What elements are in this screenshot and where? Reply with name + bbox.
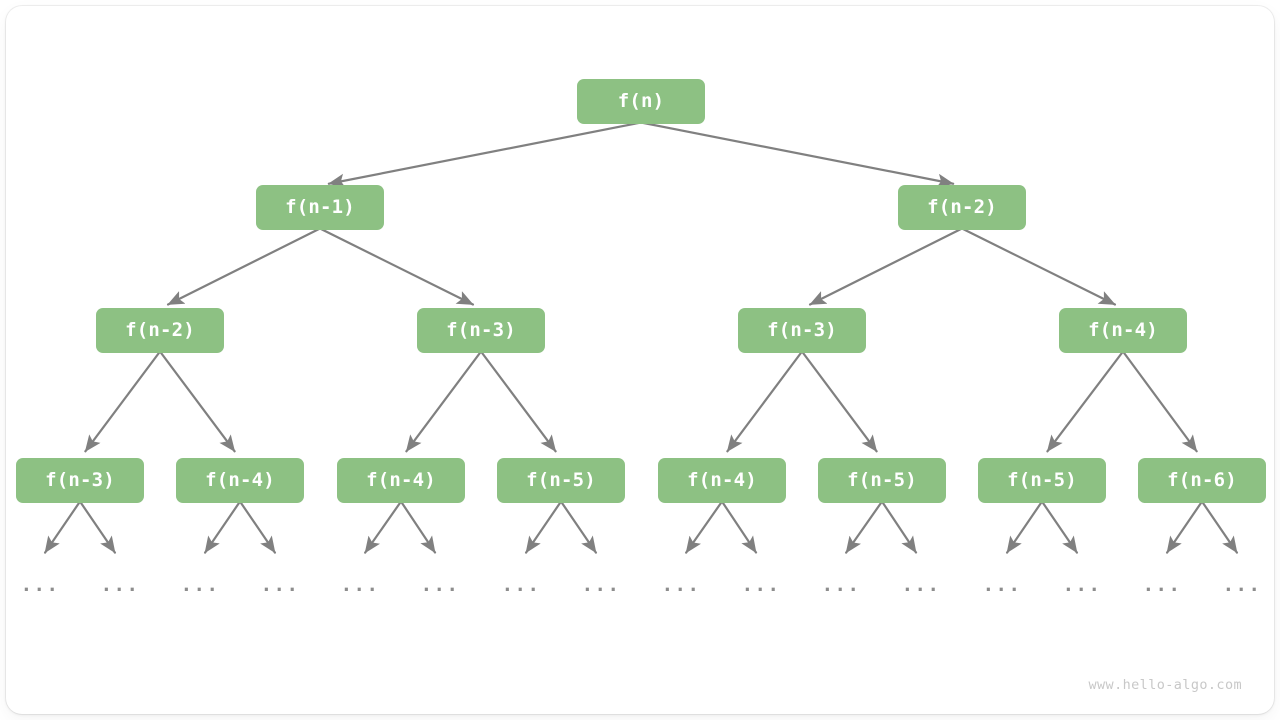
tree-node[interactable]: f(n-5)	[497, 457, 625, 503]
ellipsis-marker: ...	[821, 574, 861, 596]
ellipsis-marker: ...	[20, 574, 60, 596]
ellipsis-marker: ...	[741, 574, 781, 596]
ellipsis-marker: ...	[1062, 574, 1102, 596]
tree-node[interactable]: f(n-5)	[978, 457, 1106, 503]
tree-node-label: f(n-5)	[1007, 469, 1077, 491]
tree-node-label: f(n-4)	[366, 469, 436, 491]
tree-node-label: f(n-3)	[446, 319, 516, 341]
tree-node-label: f(n-4)	[205, 469, 275, 491]
ellipsis-marker: ...	[100, 574, 140, 596]
tree-node[interactable]: f(n-4)	[1059, 307, 1187, 353]
ellipsis-marker: ...	[901, 574, 941, 596]
ellipsis-marker: ...	[260, 574, 300, 596]
tree-node-label: f(n)	[617, 90, 665, 112]
tree-node[interactable]: f(n-3)	[417, 307, 545, 353]
tree-node-label: f(n-2)	[125, 319, 195, 341]
ellipsis-marker: ...	[581, 574, 621, 596]
ellipsis-marker: ...	[501, 574, 541, 596]
tree-node-label: f(n-4)	[687, 469, 757, 491]
tree-node[interactable]: f(n-2)	[898, 184, 1026, 230]
tree-node-label: f(n-5)	[847, 469, 917, 491]
ellipsis-marker: ...	[1222, 574, 1262, 596]
tree-node-label: f(n-2)	[927, 196, 997, 218]
watermark: www.hello-algo.com	[1088, 677, 1242, 693]
tree-node-label: f(n-3)	[45, 469, 115, 491]
tree-node-label: f(n-1)	[285, 196, 355, 218]
ellipsis-marker: ...	[661, 574, 701, 596]
ellipsis-marker: ...	[420, 574, 460, 596]
tree-node[interactable]: f(n-4)	[176, 457, 304, 503]
tree-node[interactable]: f(n)	[577, 78, 705, 124]
tree-node-label: f(n-4)	[1088, 319, 1158, 341]
tree-node[interactable]: f(n-3)	[738, 307, 866, 353]
tree-node[interactable]: f(n-3)	[16, 457, 144, 503]
tree-node-label: f(n-5)	[526, 469, 596, 491]
tree-node[interactable]: f(n-2)	[96, 307, 224, 353]
ellipsis-marker: ...	[1142, 574, 1182, 596]
tree-node[interactable]: f(n-5)	[818, 457, 946, 503]
ellipsis-marker: ...	[340, 574, 380, 596]
tree-node[interactable]: f(n-4)	[658, 457, 786, 503]
tree-node-label: f(n-3)	[767, 319, 837, 341]
ellipsis-marker: ...	[180, 574, 220, 596]
tree-node[interactable]: f(n-1)	[256, 184, 384, 230]
tree-node[interactable]: f(n-4)	[337, 457, 465, 503]
tree-node-label: f(n-6)	[1167, 469, 1237, 491]
ellipsis-marker: ...	[982, 574, 1022, 596]
tree-node[interactable]: f(n-6)	[1138, 457, 1266, 503]
